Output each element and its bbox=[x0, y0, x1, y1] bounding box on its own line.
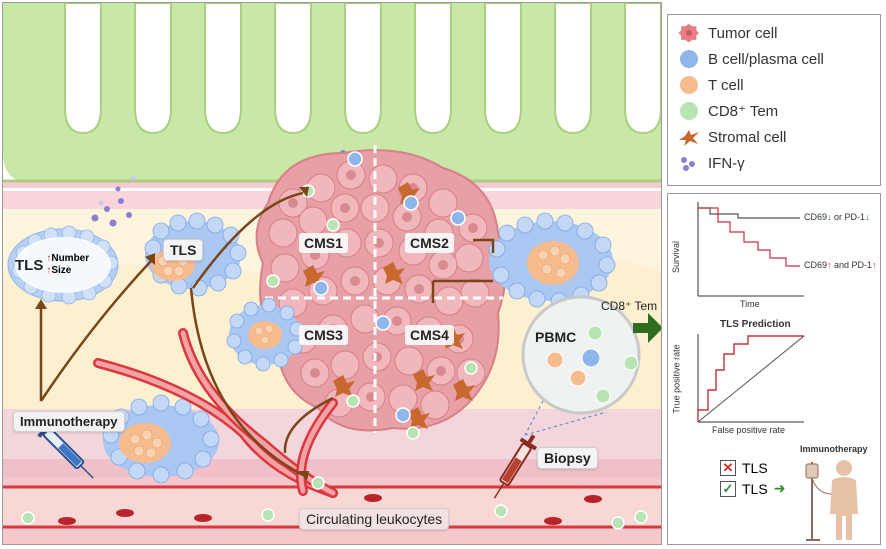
roc-title: TLS Prediction bbox=[720, 319, 791, 330]
illustration-frame: TLS TLS ↑Number ↑Size CMS1 CMS2 CMS3 CMS… bbox=[2, 2, 662, 545]
results-panel: Survival Time CD69↓ or PD-1↓ CD69↑ and P… bbox=[667, 193, 881, 545]
tls-cluster-left bbox=[7, 225, 119, 305]
green-arrow-icon: ➜ bbox=[773, 480, 786, 496]
down-arrow-icon: ↓ bbox=[827, 212, 832, 222]
therapy-label: Immunotherapy bbox=[800, 444, 868, 454]
legend-item-b-cell: B cell/plasma cell bbox=[676, 47, 824, 71]
cd8-tem-icon bbox=[680, 102, 698, 120]
survival-bottom-curve-label: CD69↑ and PD-1↑ bbox=[804, 260, 877, 270]
legend-item-t-cell: T cell bbox=[676, 73, 744, 97]
biopsy-label: Biopsy bbox=[537, 447, 598, 469]
roc-plot bbox=[697, 334, 805, 423]
survival-curve-high bbox=[698, 207, 800, 267]
survival-curve-low bbox=[698, 207, 800, 219]
cross-icon: ✕ bbox=[720, 460, 736, 476]
tumor-cell-icon bbox=[678, 23, 699, 43]
legend-label: T cell bbox=[708, 76, 744, 94]
up-arrow-icon: ↑ bbox=[46, 265, 52, 276]
legend-label: B cell/plasma cell bbox=[708, 50, 824, 68]
tls-cluster-cms2 bbox=[488, 212, 616, 310]
tls-cluster-cms3 bbox=[226, 297, 305, 372]
tls-left-annotation: TLS ↑Number ↑Size bbox=[15, 253, 89, 277]
survival-top-curve-label: CD69↓ or PD-1↓ bbox=[804, 212, 870, 222]
roc-ylabel: True positive rate bbox=[671, 344, 682, 414]
check-icon: ✓ bbox=[720, 480, 736, 497]
tls-negative-row: ✕ TLS bbox=[720, 460, 768, 476]
tls-left-title: TLS bbox=[15, 256, 44, 274]
survival-plot bbox=[697, 202, 804, 297]
green-arrow-to-panel bbox=[633, 313, 661, 343]
legend-label: Stromal cell bbox=[708, 128, 787, 146]
legend-item-tumor-cell: Tumor cell bbox=[676, 21, 777, 45]
legend-label: CD8⁺ Tem bbox=[708, 103, 779, 120]
tls-size-label: Size bbox=[51, 265, 72, 276]
up-arrow-icon: ↑ bbox=[872, 260, 877, 270]
legend-label: IFN-γ bbox=[708, 154, 745, 172]
red-blood-cells bbox=[58, 494, 602, 525]
down-arrow-icon: ↓ bbox=[865, 212, 870, 222]
roc-xlabel: False positive rate bbox=[712, 425, 786, 435]
syringe-biopsy-icon bbox=[493, 434, 537, 499]
cms4-label: CMS4 bbox=[405, 325, 454, 345]
villi-crypts bbox=[64, 3, 661, 135]
tls-number-label: Number bbox=[51, 253, 90, 264]
stromal-cell-icon bbox=[679, 130, 699, 146]
t-cell-icon bbox=[680, 76, 698, 94]
legend-list: Tumor cell B cell/plasma cell T cell CD8… bbox=[676, 21, 876, 181]
up-arrow-icon: ↑ bbox=[827, 260, 832, 270]
cms2-label: CMS2 bbox=[405, 233, 454, 253]
legend-label: Tumor cell bbox=[708, 24, 778, 42]
cms3-label: CMS3 bbox=[299, 325, 348, 345]
pbmc-label: PBMC bbox=[535, 329, 577, 345]
cms1-label: CMS1 bbox=[299, 233, 348, 253]
tls-label-mid: TLS bbox=[163, 239, 204, 261]
survival-ylabel: Survival bbox=[671, 240, 682, 274]
pbmc-sample bbox=[521, 295, 641, 436]
immunotherapy-label: Immunotherapy bbox=[13, 411, 125, 432]
legend-box: Tumor cell B cell/plasma cell T cell CD8… bbox=[667, 14, 881, 186]
roc-curve bbox=[697, 335, 804, 422]
up-arrow-icon: ↑ bbox=[46, 253, 52, 264]
tls-positive-row: ✓ TLS ➜ bbox=[720, 480, 785, 497]
circulating-cells bbox=[21, 476, 648, 530]
arrow-heads bbox=[35, 187, 309, 481]
circulating-leukocytes-label: Circulating leukocytes bbox=[299, 508, 450, 530]
survival-xlabel: Time bbox=[740, 299, 760, 309]
branching-vessels bbox=[93, 328, 338, 498]
patient-iv-icon bbox=[805, 460, 858, 541]
legend-item-cd8-tem: CD8⁺ Tem bbox=[676, 99, 778, 123]
legend-item-stromal-cell: Stromal cell bbox=[676, 125, 786, 149]
legend-item-ifn-gamma: IFN-γ bbox=[676, 151, 745, 175]
tissue-scene bbox=[3, 3, 661, 544]
b-cell-icon bbox=[680, 50, 698, 68]
ifn-gamma-icon bbox=[681, 157, 695, 171]
immune-arrows bbox=[39, 191, 495, 477]
cd8-tem-arrow-label: CD8⁺ Tem bbox=[601, 299, 658, 313]
